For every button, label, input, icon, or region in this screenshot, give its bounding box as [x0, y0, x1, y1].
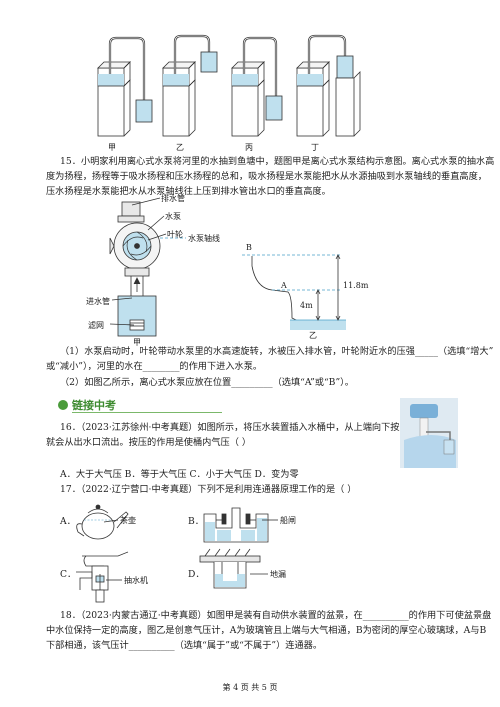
label-fig-jia: 甲	[133, 338, 141, 347]
banner-underline	[72, 412, 222, 413]
label-bing: 丙	[245, 143, 253, 152]
label-yi: 乙	[176, 143, 184, 152]
q18-line-3: 下部相通，该气压计__________（选填“属于”或“不属于”）连通器。	[46, 640, 323, 651]
label-impeller: 叶轮	[167, 230, 183, 239]
q17-line: 17．（2022·辽宁营口·中考真题）下列不是利用连通器原理工作的是（ ）	[60, 484, 357, 495]
fig-yi	[162, 34, 218, 137]
ship-lock-image	[203, 507, 278, 543]
q18-line-2: 中水位保持一定的高度，图乙是创意气压计，A为玻璃管且上端与大气相通，B为密闭的厚…	[46, 625, 487, 636]
banner-title: 链接中考	[72, 399, 116, 412]
label-height-11-8m: 11.8m	[343, 281, 369, 290]
q17-option-C-letter: C．	[60, 569, 77, 580]
water-dispenser-image	[400, 398, 458, 468]
q16-line-2: 就会从出水口流出。按压的作用是使桶内气压（ ）	[46, 437, 252, 448]
fig-bing	[231, 36, 283, 137]
q17-option-D-letter: D．	[188, 569, 205, 580]
label-floor-drain: 地漏	[270, 570, 286, 579]
water-pump-image	[76, 551, 129, 603]
q15-sub1-line-2: 或“减小”），河里的水在________的作用下进入水泵。	[46, 361, 263, 372]
label-point-B: B	[246, 243, 252, 252]
label-fig-yi: 乙	[309, 331, 317, 340]
q16-options: A．大于大气压 B．等于大气压 C．小于大气压 D．变为零	[60, 469, 299, 480]
label-pump: 水泵	[165, 212, 181, 221]
label-teapot: 茶壶	[120, 516, 136, 525]
label-outlet-pipe: 排水管	[161, 194, 185, 203]
label-inlet-pipe: 进水管	[86, 297, 110, 306]
q17-option-A-letter: A．	[60, 516, 76, 527]
label-height-4m: 4m	[300, 301, 313, 310]
q15-line-2: 度为扬程，扬程等于吸水扬程和压水扬程的总和，吸水扬程是水泵能把水从水源抽吸到水泵…	[46, 171, 487, 182]
label-pump-axis: 水泵轴线	[188, 234, 220, 243]
label-point-A: A	[281, 281, 287, 290]
teapot-image	[76, 504, 129, 540]
banner-dot-icon	[58, 400, 68, 410]
label-ding: 丁	[311, 143, 319, 152]
fig-ding	[296, 34, 361, 137]
q16-line-1: 16．（2023·江苏徐州·中考真题）如图所示，将压水装置插入水桶中，从上端向下…	[60, 422, 428, 433]
q15-line-3: 压水扬程是水泵能把水从水泵轴线往上压到排水管出水口的垂直高度。	[46, 186, 331, 197]
terrain-figure	[242, 254, 346, 330]
top-figure	[97, 34, 361, 137]
q17-option-B-letter: B．	[188, 516, 204, 527]
label-ship-lock: 船闸	[280, 516, 296, 525]
q15-sub1-line-1: （1）水泵启动时，叶轮带动水泵里的水高速旋转，水被压入排水管，叶轮附近水的压强_…	[60, 346, 494, 357]
q18-line-1: 18．（2023·内蒙古通辽·中考真题）如图甲是装有自动供水装置的盆景，在___…	[60, 610, 492, 621]
label-filter: 滤网	[88, 321, 104, 330]
q15-line-1: 15．小明家利用离心式水泵将河里的水抽到鱼塘中，题图甲是离心式水泵结构示意图。离…	[60, 156, 495, 167]
section-banner: 链接中考	[58, 398, 222, 413]
q15-sub2: （2）如图乙所示，离心式水泵应放在位置_________（选填“A”或“B”）。	[60, 377, 354, 388]
floor-drain-image	[199, 548, 268, 589]
fig-jia	[97, 36, 153, 137]
label-water-pump: 抽水机	[124, 576, 148, 585]
pump-figure	[109, 197, 186, 337]
label-jia: 甲	[108, 143, 116, 152]
page-footer: 第 4 页 共 5 页	[222, 683, 278, 692]
q17-figures	[76, 504, 278, 603]
